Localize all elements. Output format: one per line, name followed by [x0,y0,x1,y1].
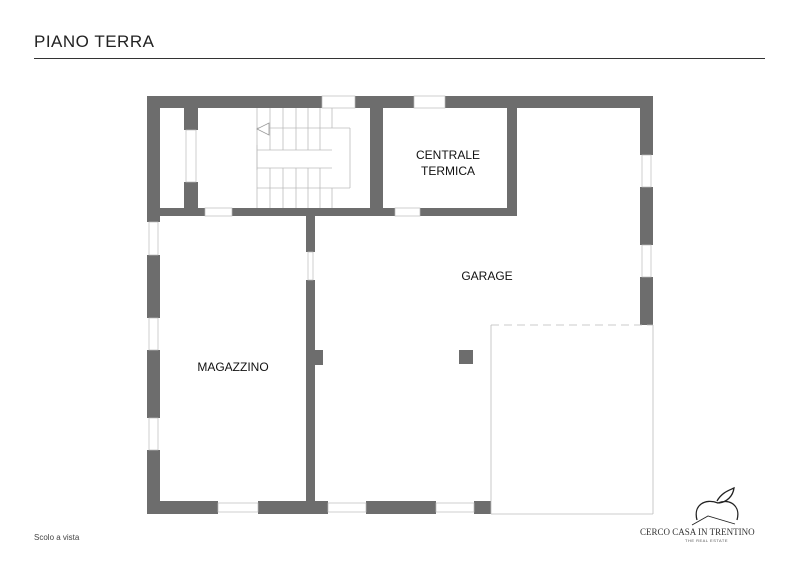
logo-tagline: THE REAL ESTATE [685,538,728,543]
room-label-termica: TERMICA [421,164,475,178]
room-label-garage: GARAGE [461,269,512,283]
logo-name: CERCO CASA IN TRENTINO [640,527,755,537]
title-divider [34,58,765,59]
room-label-centrale: CENTRALE [416,148,480,162]
stair-arrow-icon [256,122,270,136]
staircase [256,108,351,208]
garage-extension-outline [490,324,654,515]
walls [147,96,653,514]
scale-note: Scolo a vista [34,533,80,542]
windows [148,95,652,513]
room-label-magazzino: MAGAZZINO [197,360,268,374]
page-title: PIANO TERRA [34,32,155,51]
logo-icon [691,486,739,526]
